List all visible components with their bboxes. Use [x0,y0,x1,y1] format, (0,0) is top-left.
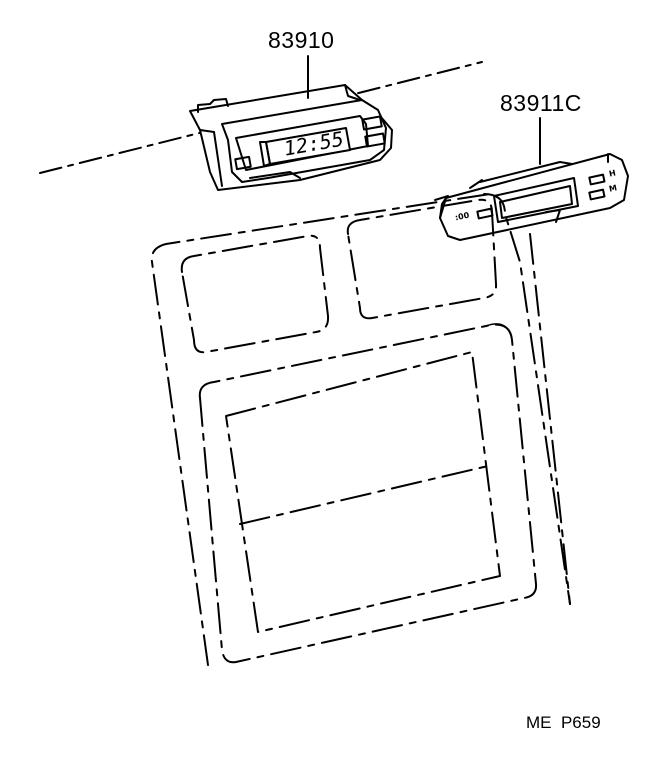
bezel-minute-mark: M [608,183,618,194]
clock-bezel [439,153,629,241]
part-number-83910: 83910 [268,27,335,53]
clock-assembly [189,84,393,191]
bezel-minute-button [588,188,606,201]
bezel-display-opening [493,177,579,223]
center-cluster-panel [150,193,571,666]
bezel-hour-button [588,173,606,186]
part-number-83911c: 83911C [500,90,582,116]
diagram-reference-code: ME P659 [526,713,601,732]
